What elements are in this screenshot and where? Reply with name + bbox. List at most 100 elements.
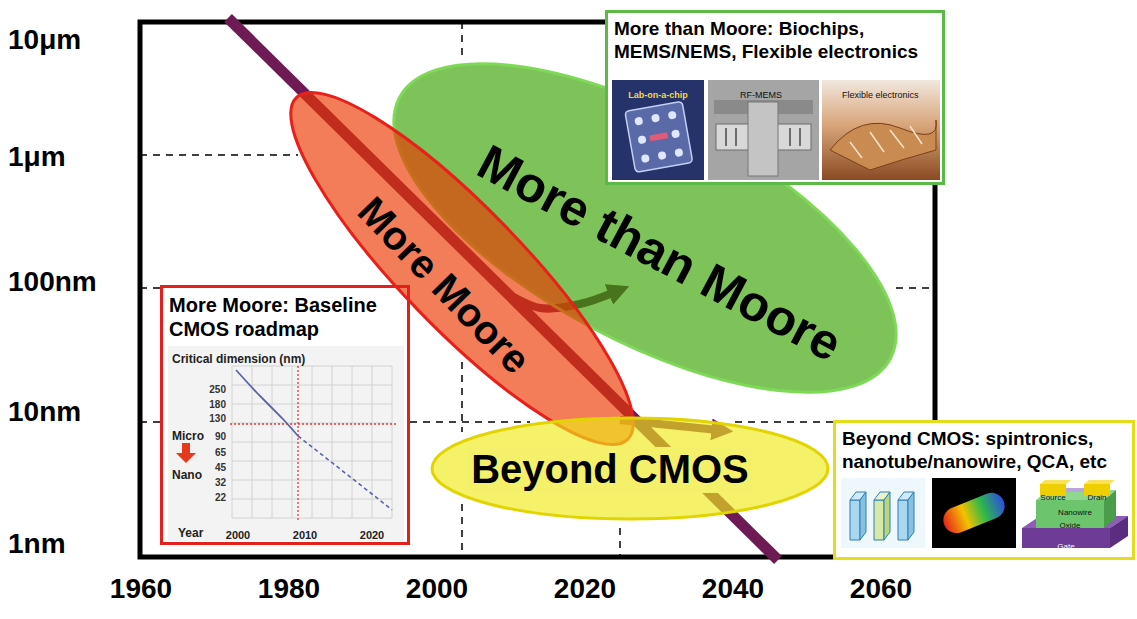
spintronics-picture xyxy=(908,492,914,540)
axis-title: Year xyxy=(178,526,203,540)
label-anchor: Drain xyxy=(1087,487,1106,503)
axis-label: 100nm xyxy=(8,266,97,297)
ellipse-shape xyxy=(432,418,828,519)
part-label: Gate xyxy=(1057,542,1074,551)
year-label: 2040 xyxy=(702,573,764,604)
scale-label: Micro xyxy=(172,429,204,443)
tick-label: 65 xyxy=(215,447,226,458)
label-anchor: Lab-on-a-chip xyxy=(628,85,688,101)
inset-box: More Moore: Baseline CMOS roadmap xyxy=(160,285,410,545)
roadmap-mini-chart xyxy=(298,436,392,510)
image-caption: Flexible electronics xyxy=(842,90,919,100)
tick-label: 22 xyxy=(215,492,226,503)
nanowire-fet-picture xyxy=(1022,480,1128,548)
year-label: 1960 xyxy=(110,573,172,604)
part-label: Source xyxy=(1040,493,1065,502)
part-label: Oxide xyxy=(1060,521,1081,530)
spintronics-picture xyxy=(841,478,925,548)
spintronics-picture xyxy=(841,478,925,548)
label-anchor: 10nm xyxy=(8,398,81,426)
spintronics-picture xyxy=(884,492,890,540)
year-label: 2020 xyxy=(554,573,616,604)
inset-grounds xyxy=(833,420,1135,560)
label-anchor: 130 xyxy=(209,409,226,425)
roadmap-mini-chart xyxy=(176,443,196,463)
ellipse-group xyxy=(432,418,828,519)
label-anchor: 22 xyxy=(215,488,226,504)
part-label: Drain xyxy=(1087,493,1106,502)
roadmap-mini-chart xyxy=(168,346,404,541)
label-anchor: Flexible electronics xyxy=(842,85,919,101)
spintronics-picture xyxy=(850,492,914,540)
inset-grounds xyxy=(160,285,410,545)
axis-label: 1nm xyxy=(8,528,66,559)
tick-label: 130 xyxy=(209,413,226,424)
nanowire-fet-picture xyxy=(1066,488,1084,492)
nanowire-fet-picture xyxy=(1110,516,1128,548)
spintronics-picture xyxy=(898,500,908,540)
label-anchor: 100nm xyxy=(8,268,97,296)
label-anchor: 2060 xyxy=(850,575,912,603)
axis-label: 10μm xyxy=(8,24,81,55)
inset-box: Beyond CMOS: spintronics, nanotube/nanow… xyxy=(833,420,1135,560)
nanotube-picture xyxy=(939,489,1008,537)
part-label: Nanowire xyxy=(1058,508,1092,517)
label-anchor: 1μm xyxy=(8,143,66,171)
label-anchor: RF-MEMS xyxy=(740,85,782,101)
label-anchor: 32 xyxy=(215,473,226,489)
label-anchor: 2000 xyxy=(406,575,468,603)
inset-title: More than Moore: Biochips, MEMS/NEMS, Fl… xyxy=(614,18,936,64)
label-anchor: 250 xyxy=(209,380,226,396)
label-anchor: Nano xyxy=(172,466,202,482)
label-anchor: 2020 xyxy=(554,575,616,603)
label-anchor: Oxide xyxy=(1060,515,1081,531)
nanotube-picture xyxy=(932,478,1016,548)
label-anchor: 65 xyxy=(215,443,226,459)
spintronics-picture xyxy=(850,500,860,540)
label-anchor: 1980 xyxy=(258,575,320,603)
image-caption: Lab-on-a-chip xyxy=(628,90,688,100)
label-anchor: 2000 xyxy=(226,526,250,542)
label-anchor: 10μm xyxy=(8,26,81,54)
label-anchor: 2020 xyxy=(360,526,384,542)
label-anchor: 180 xyxy=(209,395,226,411)
label-anchor: Critical dimension (nm) xyxy=(172,350,305,366)
nanotube-picture xyxy=(932,478,1016,548)
spintronics-picture xyxy=(874,500,884,540)
label-anchor: 90 xyxy=(215,427,226,443)
tick-label: 2010 xyxy=(293,529,317,541)
flexible-electronics-photo xyxy=(822,80,940,180)
tick-label: 180 xyxy=(209,399,226,410)
label-anchor: 45 xyxy=(215,458,226,474)
label-anchor: Gate xyxy=(1057,536,1074,552)
year-label: 2000 xyxy=(406,573,468,604)
label-anchor: Micro xyxy=(172,427,204,443)
label-anchor: Source xyxy=(1040,487,1065,503)
flexible-electronics-photo xyxy=(850,126,922,158)
tick-label: 90 xyxy=(215,431,226,442)
flexible-electronics-photo xyxy=(830,120,936,170)
tick-label: 2020 xyxy=(360,529,384,541)
label-anchor: 2010 xyxy=(293,526,317,542)
roadmap-mini-chart xyxy=(232,366,392,518)
roadmap-mini-chart xyxy=(230,366,398,522)
label-anchor: Year xyxy=(178,524,203,540)
label-anchor: 1960 xyxy=(110,575,172,603)
roadmap-mini-chart xyxy=(236,370,298,436)
nanowire-fet-picture xyxy=(1040,480,1071,484)
region-ellipse: Beyond CMOS xyxy=(430,416,830,521)
spintronics-picture xyxy=(860,492,866,540)
label-anchor: 1nm xyxy=(8,530,66,558)
image-caption: RF-MEMS xyxy=(740,90,782,100)
tick-label: 32 xyxy=(215,477,226,488)
tick-label: 45 xyxy=(215,462,226,473)
scale-label: Nano xyxy=(172,468,202,482)
inset-title: More Moore: Baseline CMOS roadmap xyxy=(169,293,389,341)
region-label: Beyond CMOS xyxy=(467,447,753,493)
axis-label: 1μm xyxy=(8,141,66,172)
year-label: 1980 xyxy=(258,573,320,604)
label-anchor: 2040 xyxy=(702,575,764,603)
axis-label: 10nm xyxy=(8,396,81,427)
roadmap-mini-chart xyxy=(168,346,404,541)
